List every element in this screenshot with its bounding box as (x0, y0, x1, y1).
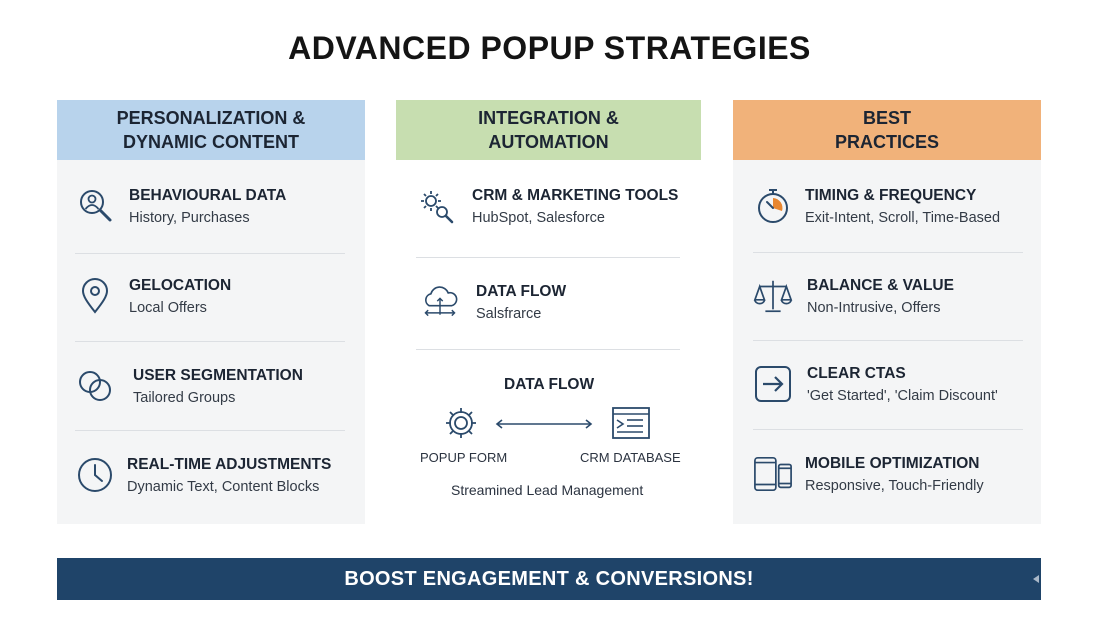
item-balance-value: BALANCE & VALUE Non-Intrusive, Offers (753, 276, 954, 316)
column-header-best-practices: BEST PRACTICES (733, 100, 1041, 160)
divider (416, 257, 680, 258)
flow-left-label: POPUP FORM (420, 450, 508, 465)
column-header-personalization: PERSONALIZATION & DYNAMIC CONTENT (57, 100, 365, 160)
item-subtext: Exit-Intent, Scroll, Time-Based (805, 209, 1001, 226)
item-heading: MOBILE OPTIMIZATION (805, 454, 980, 472)
stopwatch-icon (753, 186, 793, 226)
item-heading: GELOCATION (129, 276, 232, 294)
divider (753, 429, 1023, 430)
item-subtext: Dynamic Text, Content Blocks (127, 478, 320, 495)
column-header-integration: INTEGRATION & AUTOMATION (396, 100, 701, 160)
item-timing-frequency: TIMING & FREQUENCY Exit-Intent, Scroll, … (753, 186, 1000, 226)
item-gelocation: GELOCATION Local Offers (75, 276, 231, 316)
item-crm-marketing-tools: CRM & MARKETING TOOLS HubSpot, Salesforc… (416, 186, 678, 226)
item-mobile-optimization: MOBILE OPTIMIZATION Responsive, Touch-Fr… (753, 454, 984, 494)
bidirectional-arrow-icon (494, 418, 594, 430)
item-heading: REAL-TIME ADJUSTMENTS (127, 455, 332, 473)
location-pin-icon (75, 276, 115, 316)
flow-right-label: CRM DATABASE (580, 450, 681, 465)
balance-scale-icon (753, 276, 793, 316)
banner-arrow-icon (1033, 575, 1039, 583)
gear-icon (442, 404, 480, 442)
overlapping-circles-icon (75, 366, 115, 406)
item-heading: BEHAVIOURAL DATA (129, 186, 287, 204)
column-best-practices: BEST PRACTICES TIMING & FREQUENCY Exit-I… (733, 100, 1041, 524)
arrow-box-icon (753, 364, 793, 404)
flow-caption: Streamined Lead Management (451, 482, 644, 498)
item-data-flow: DATA FLOW Salsfrarce (420, 282, 566, 322)
item-behavioural-data: BEHAVIOURAL DATA History, Purchases (75, 186, 286, 226)
item-heading: USER SEGMENTATION (133, 366, 303, 384)
column-personalization: PERSONALIZATION & DYNAMIC CONTENT BEHAVI… (57, 100, 365, 524)
cloud-sync-icon (420, 282, 460, 322)
item-heading: TIMING & FREQUENCY (805, 186, 977, 204)
cta-banner: BOOST ENGAGEMENT & CONVERSIONS! (57, 558, 1041, 600)
item-heading: BALANCE & VALUE (807, 276, 954, 294)
item-subtext: Local Offers (129, 299, 207, 316)
flow-title: DATA FLOW (504, 376, 595, 393)
column-integration: INTEGRATION & AUTOMATION CRM & MARKETING… (396, 100, 701, 524)
banner-text: BOOST ENGAGEMENT & CONVERSIONS! (344, 567, 754, 590)
divider (75, 253, 345, 254)
divider (753, 252, 1023, 253)
mobile-devices-icon (753, 454, 793, 494)
gears-magnifier-icon (416, 186, 456, 226)
divider (75, 341, 345, 342)
divider (75, 430, 345, 431)
page-title: ADVANCED POPUP STRATEGIES (288, 30, 811, 66)
item-user-segmentation: USER SEGMENTATION Tailored Groups (75, 366, 303, 406)
item-subtext: Tailored Groups (133, 389, 236, 406)
item-subtext: Salsfrarce (476, 305, 542, 322)
item-heading: DATA FLOW (476, 282, 567, 300)
item-subtext: Non-Intrusive, Offers (807, 299, 941, 316)
item-heading: CLEAR CTAS (807, 364, 906, 382)
database-window-icon (611, 406, 651, 440)
divider (753, 340, 1023, 341)
item-real-time-adjustments: REAL-TIME ADJUSTMENTS Dynamic Text, Cont… (75, 455, 331, 495)
item-subtext: Responsive, Touch-Friendly (805, 477, 984, 494)
magnifier-user-icon (75, 186, 115, 226)
item-subtext: 'Get Started', 'Claim Discount' (807, 387, 998, 404)
item-heading: CRM & MARKETING TOOLS (472, 186, 679, 204)
item-clear-ctas: CLEAR CTAS 'Get Started', 'Claim Discoun… (753, 364, 998, 404)
item-subtext: History, Purchases (129, 209, 250, 226)
divider (416, 349, 680, 350)
clock-icon (75, 455, 115, 495)
item-subtext: HubSpot, Salesforce (472, 209, 605, 226)
